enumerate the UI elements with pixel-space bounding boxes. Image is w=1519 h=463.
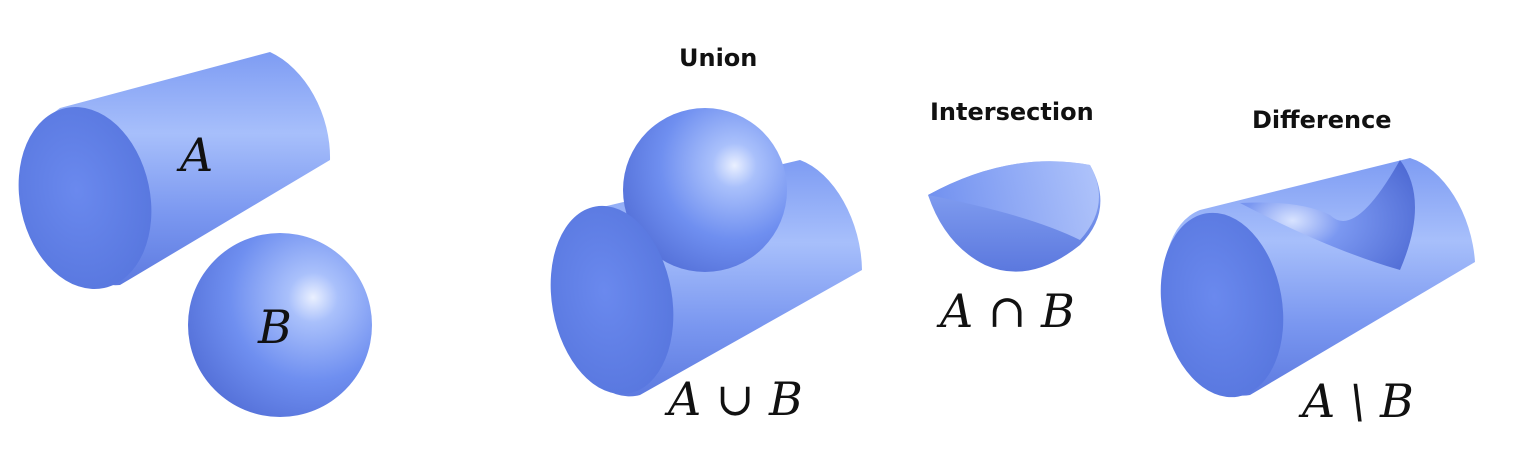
label-a: A xyxy=(180,128,214,182)
sphere-b xyxy=(188,233,372,417)
cylinder-a xyxy=(18,52,331,289)
difference-title: Difference xyxy=(1252,106,1392,134)
label-b: B xyxy=(258,300,292,354)
union-shape xyxy=(550,108,862,397)
intersection-expression: A ∩ B xyxy=(940,284,1075,338)
union-title: Union xyxy=(679,44,758,72)
intersection-shape xyxy=(928,161,1101,272)
header-fragment xyxy=(0,0,1519,14)
union-expression: A ∪ B xyxy=(668,372,803,426)
difference-shape xyxy=(1160,158,1475,398)
intersection-title: Intersection xyxy=(930,98,1094,126)
difference-expression: A \ B xyxy=(1302,374,1414,428)
